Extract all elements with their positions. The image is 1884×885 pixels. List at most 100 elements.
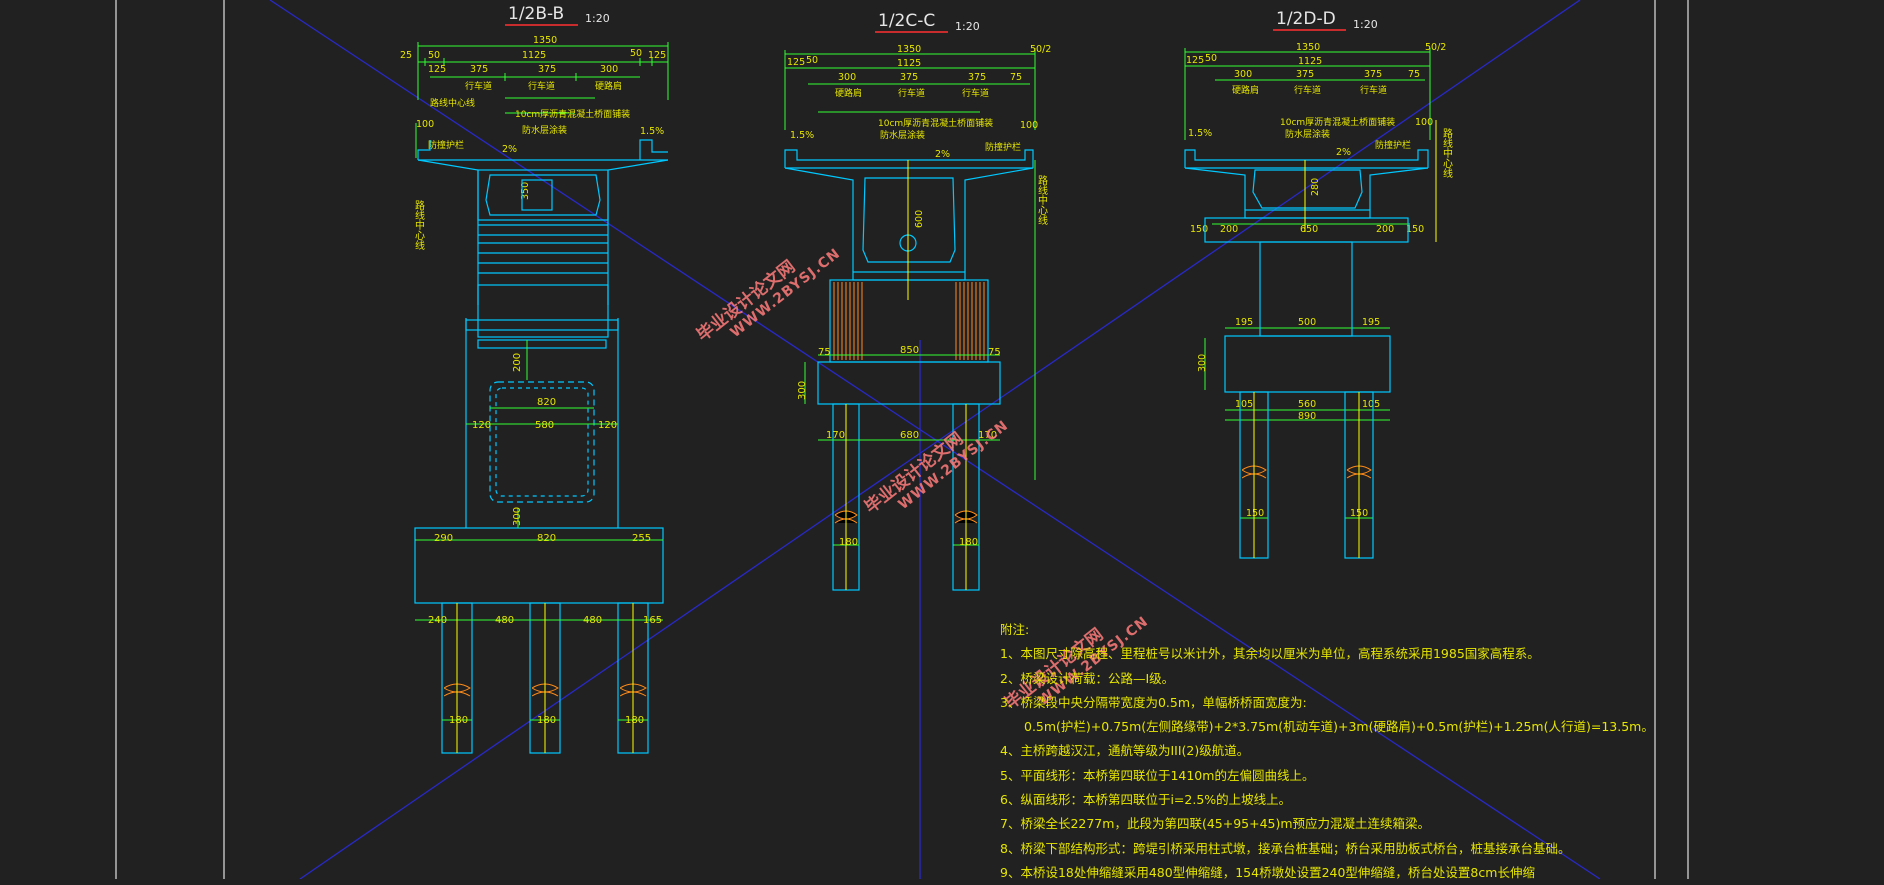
svg-text:1125: 1125 (1298, 56, 1322, 67)
section-d-centerline-label: 路线中心线 (1441, 127, 1453, 178)
svg-text:195: 195 (1235, 317, 1253, 328)
svg-text:170: 170 (978, 430, 997, 441)
svg-text:1.5%: 1.5% (790, 130, 814, 141)
note-line-7: 7、桥梁全长2277m，此段为第四联(45+95+45)m预应力混凝土连续箱梁。 (1000, 816, 1431, 832)
svg-text:120: 120 (598, 420, 617, 431)
svg-text:300: 300 (512, 507, 523, 526)
svg-text:150: 150 (1190, 224, 1208, 235)
svg-text:165: 165 (643, 615, 662, 626)
section-b-centerline-label: 路线中心线 (413, 199, 425, 250)
svg-text:防水层涂装: 防水层涂装 (522, 124, 567, 136)
svg-text:375: 375 (900, 72, 918, 83)
svg-text:75: 75 (988, 347, 1001, 358)
svg-text:1350: 1350 (533, 35, 557, 46)
svg-text:375: 375 (470, 64, 488, 75)
svg-text:防撞护栏: 防撞护栏 (1375, 139, 1411, 151)
svg-text:890: 890 (1298, 411, 1316, 422)
svg-text:850: 850 (900, 345, 919, 356)
note-line-3-cont: 0.5m(护栏)+0.75m(左侧路缘带)+2*3.75m(机动车道)+3m(硬… (1024, 719, 1654, 735)
section-d-title: 1/2D-D (1276, 9, 1336, 29)
svg-text:行车道: 行车道 (962, 87, 989, 99)
note-line-4: 4、主桥跨越汉江，通航等级为III(2)级航道。 (1000, 743, 1250, 759)
svg-text:10cm厚沥青混凝土桥面铺装: 10cm厚沥青混凝土桥面铺装 (515, 108, 630, 120)
svg-text:2%: 2% (502, 144, 517, 155)
svg-text:105: 105 (1362, 399, 1380, 410)
svg-text:75: 75 (1408, 69, 1420, 80)
notes-title: 附注: (1000, 622, 1030, 637)
note-line-1: 1、本图尺寸除高程、里程桩号以米计外，其余均以厘米为单位，高程系统采用1985国… (1000, 646, 1540, 662)
svg-text:300: 300 (797, 381, 808, 400)
svg-text:50/2: 50/2 (1030, 44, 1051, 55)
svg-text:25: 25 (400, 50, 412, 61)
svg-text:125: 125 (648, 50, 666, 61)
svg-text:150: 150 (1246, 508, 1264, 519)
svg-text:125: 125 (428, 64, 446, 75)
svg-text:行车道: 行车道 (1294, 84, 1321, 96)
section-d-scale: 1:20 (1353, 18, 1378, 31)
section-c-centerline-label: 路线中心线 (1036, 174, 1048, 225)
drawing-frame (115, 0, 1689, 879)
svg-text:200: 200 (1220, 224, 1238, 235)
note-line-5: 5、平面线形：本桥第四联位于1410m的左偏圆曲线上。 (1000, 767, 1315, 783)
svg-text:300: 300 (600, 64, 618, 75)
svg-text:180: 180 (625, 715, 644, 726)
svg-text:300: 300 (838, 72, 856, 83)
svg-text:硬路肩: 硬路肩 (835, 87, 862, 99)
svg-text:820: 820 (537, 533, 556, 544)
section-c-title: 1/2C-C (878, 11, 935, 31)
svg-text:2%: 2% (935, 149, 950, 160)
svg-text:行车道: 行车道 (898, 87, 925, 99)
section-b-scale: 1:20 (585, 12, 610, 25)
svg-text:防水层涂装: 防水层涂装 (880, 129, 925, 141)
svg-text:650: 650 (1300, 224, 1318, 235)
svg-text:240: 240 (428, 615, 447, 626)
svg-text:75: 75 (1010, 72, 1022, 83)
svg-text:125: 125 (1186, 55, 1204, 66)
section-c: 1/2C-C 1:20 1350 125 50 1125 50/2 300 37… (784, 11, 1051, 591)
svg-text:820: 820 (537, 397, 556, 408)
svg-text:300: 300 (1197, 354, 1208, 372)
svg-text:防撞护栏: 防撞护栏 (985, 141, 1021, 153)
svg-text:125: 125 (787, 57, 805, 68)
svg-text:280: 280 (1310, 178, 1321, 196)
svg-text:375: 375 (1296, 69, 1314, 80)
svg-text:290: 290 (434, 533, 453, 544)
svg-text:防水层涂装: 防水层涂装 (1285, 128, 1330, 140)
svg-text:480: 480 (495, 615, 514, 626)
note-line-6: 6、纵面线形：本桥第四联位于i=2.5%的上坡线上。 (1000, 792, 1292, 808)
svg-text:480: 480 (583, 615, 602, 626)
svg-text:50: 50 (1205, 53, 1217, 64)
svg-text:195: 195 (1362, 317, 1380, 328)
svg-text:50/2: 50/2 (1425, 42, 1446, 53)
svg-text:680: 680 (900, 430, 919, 441)
svg-text:50: 50 (428, 50, 440, 61)
svg-text:180: 180 (839, 537, 858, 548)
note-line-9: 9、本桥设18处伸缩缝采用480型伸缩缝，154桥墩处设置240型伸缩缝，桥台处… (1000, 864, 1535, 880)
svg-text:200: 200 (512, 353, 523, 372)
svg-text:1125: 1125 (522, 50, 546, 61)
svg-text:行车道: 行车道 (465, 80, 492, 92)
section-b-title: 1/2B-B (508, 4, 564, 24)
section-d: 1/2D-D 1:20 1350 125 50 1125 50/2 300 37… (1184, 9, 1453, 559)
note-line-2: 2、桥梁设计荷载：公路—I级。 (1000, 670, 1175, 686)
svg-text:75: 75 (818, 347, 831, 358)
svg-text:10cm厚沥青混凝土桥面铺装: 10cm厚沥青混凝土桥面铺装 (1280, 116, 1395, 128)
svg-text:硬路肩: 硬路肩 (595, 80, 622, 92)
svg-text:50: 50 (806, 55, 818, 66)
svg-text:180: 180 (449, 715, 468, 726)
svg-text:600: 600 (914, 210, 925, 228)
svg-text:580: 580 (535, 420, 554, 431)
svg-text:2%: 2% (1336, 147, 1351, 158)
note-line-3: 3、桥梁段中央分隔带宽度为0.5m，单幅桥桥面宽度为: (1000, 694, 1307, 710)
svg-text:560: 560 (1298, 399, 1316, 410)
svg-text:行车道: 行车道 (528, 80, 555, 92)
notes-block: 附注: 1、本图尺寸除高程、里程桩号以米计外，其余均以厘米为单位，高程系统采用1… (1000, 618, 1654, 885)
section-c-scale: 1:20 (955, 20, 980, 33)
svg-text:硬路肩: 硬路肩 (1232, 84, 1259, 96)
svg-text:10cm厚沥青混凝土桥面铺装: 10cm厚沥青混凝土桥面铺装 (878, 117, 993, 129)
svg-text:300: 300 (1234, 69, 1252, 80)
svg-text:500: 500 (1298, 317, 1316, 328)
svg-text:100: 100 (1415, 117, 1433, 128)
svg-text:375: 375 (968, 72, 986, 83)
